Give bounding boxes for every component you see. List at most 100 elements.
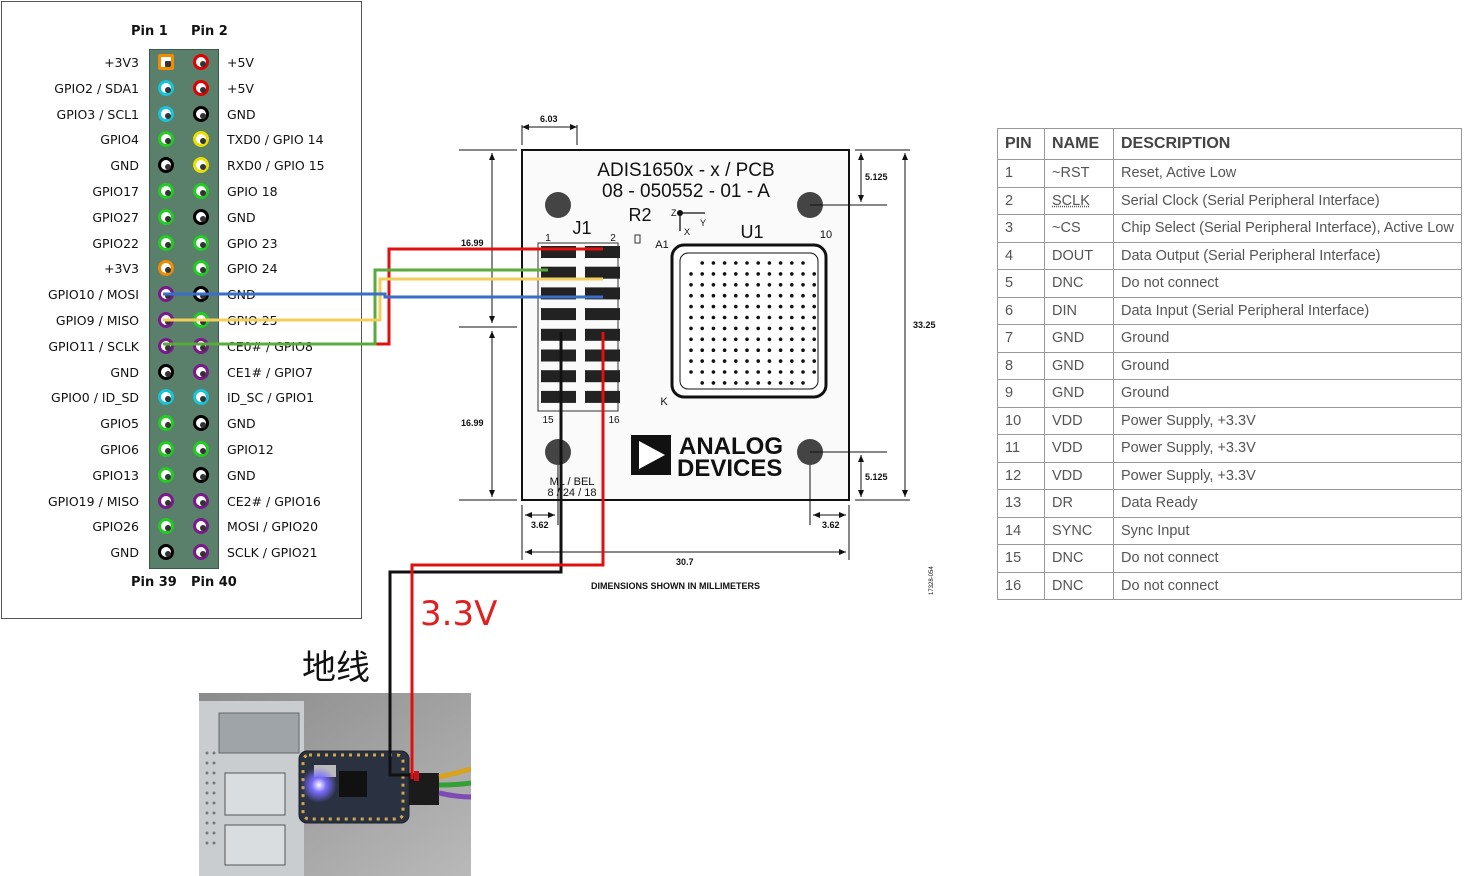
bga-ball — [700, 348, 704, 352]
bga-ball — [711, 359, 716, 363]
right-pin-label: GPIO12 — [227, 442, 274, 457]
pin2-label: Pin 2 — [191, 24, 228, 39]
bga-ball — [778, 337, 783, 342]
bga-ball — [745, 304, 749, 309]
dimensions-caption: DIMENSIONS SHOWN IN MILLIMETERS — [591, 581, 760, 591]
pin-name-text: VDD — [1052, 467, 1083, 484]
cell-description: Power Supply, +3.3V — [1113, 406, 1462, 435]
left-pin — [158, 131, 174, 148]
bga-ball — [689, 304, 693, 309]
bga-ball — [801, 272, 805, 276]
right-pin-label: CE0# / GPIO8 — [227, 338, 313, 354]
bga-ball — [756, 348, 760, 352]
cell-name: SCLK — [1044, 186, 1114, 215]
header-row: GPIO2 / SDA1+5V — [2, 76, 363, 102]
r2-component — [634, 234, 641, 244]
right-pin-label: CE1# / GPIO7 — [227, 364, 313, 380]
right-pin — [193, 415, 209, 432]
right-pin — [193, 234, 209, 251]
dim-30-7: 30.7 — [676, 557, 694, 567]
bga-ball — [778, 261, 783, 265]
bga-ball — [722, 370, 727, 374]
j1-pad — [541, 246, 576, 258]
right-pin — [193, 544, 209, 561]
bga-ball — [756, 304, 760, 309]
bga-ball — [756, 283, 760, 287]
bga-ball — [801, 370, 805, 374]
cell-name: GND — [1044, 379, 1114, 408]
bga-ball — [778, 348, 783, 352]
bga-ball — [700, 326, 704, 331]
cell-name: VDD — [1044, 461, 1114, 490]
bga-ball — [700, 370, 704, 374]
bga-ball — [689, 315, 693, 320]
cell-description: Data Ready — [1113, 489, 1462, 518]
bga-ball — [767, 370, 772, 374]
col-name-header: NAME — [1044, 128, 1114, 160]
bga-ball — [790, 359, 794, 363]
bga-ball — [801, 283, 805, 287]
cell-pin: 14 — [997, 516, 1045, 545]
bga-ball — [734, 315, 738, 320]
bga-ball — [790, 315, 794, 320]
right-pin — [193, 105, 209, 122]
j1-pad — [541, 390, 576, 403]
ml-bel-code: 8 / 24 / 18 — [548, 487, 597, 499]
right-pin — [193, 389, 209, 406]
right-pin-label: SCLK / GPIO21 — [227, 545, 318, 561]
cell-pin: 6 — [997, 296, 1045, 325]
r2-label: R2 — [628, 205, 651, 225]
left-pin-label: GPIO3 / SCL1 — [56, 106, 139, 122]
dim-5-125-top: 5.125 — [865, 172, 888, 182]
right-pin-label: GPIO 24 — [227, 261, 278, 277]
bga-ball — [745, 348, 749, 352]
bga-ball — [812, 293, 816, 298]
bga-ball — [812, 283, 816, 287]
bga-ball — [711, 304, 716, 309]
right-pin-label: ID_SC / GPIO1 — [227, 390, 315, 406]
j1-pad — [585, 266, 620, 279]
right-pin-label: +5V — [227, 80, 254, 96]
pin-name-text: VDD — [1052, 412, 1083, 429]
right-pin-label: CE2# / GPIO16 — [227, 493, 321, 509]
bga-ball — [689, 293, 693, 298]
bga-ball — [722, 304, 727, 309]
cell-pin: 3 — [997, 214, 1045, 243]
bga-ball — [700, 359, 704, 363]
bga-ball — [700, 293, 704, 298]
j1-pad — [541, 308, 576, 321]
table-row: 14 SYNC Sync Input — [997, 516, 1462, 545]
bga-ball — [700, 381, 704, 385]
cell-pin: 7 — [997, 324, 1045, 353]
bga-ball — [711, 370, 716, 374]
right-pin-label: GND — [227, 106, 256, 122]
bga-ball — [745, 359, 749, 363]
bga-ball — [734, 326, 738, 331]
bga-ball — [801, 261, 805, 265]
col-pin-header: PIN — [997, 128, 1045, 160]
j1-pad — [541, 266, 576, 279]
bga-ball — [711, 315, 716, 320]
bga-ball — [756, 381, 760, 385]
ground-wire-label: 地线 — [302, 648, 370, 688]
bga-ball — [722, 272, 727, 276]
bga-ball — [812, 272, 816, 276]
bga-ball — [722, 326, 727, 331]
right-pin-label: GPIO 25 — [227, 313, 278, 328]
pin-name-text: ~RST — [1052, 165, 1090, 182]
pin-name-text: SYNC — [1052, 522, 1093, 539]
cell-description: Serial Clock (Serial Peripheral Interfac… — [1113, 186, 1462, 215]
pin-name-text: GND — [1052, 357, 1085, 374]
bga-ball — [711, 293, 716, 298]
cell-description: Sync Input — [1113, 516, 1462, 545]
cell-pin: 12 — [997, 461, 1045, 490]
cell-description: Power Supply, +3.3V — [1113, 434, 1462, 463]
pin-name-text: DOUT — [1052, 247, 1094, 264]
